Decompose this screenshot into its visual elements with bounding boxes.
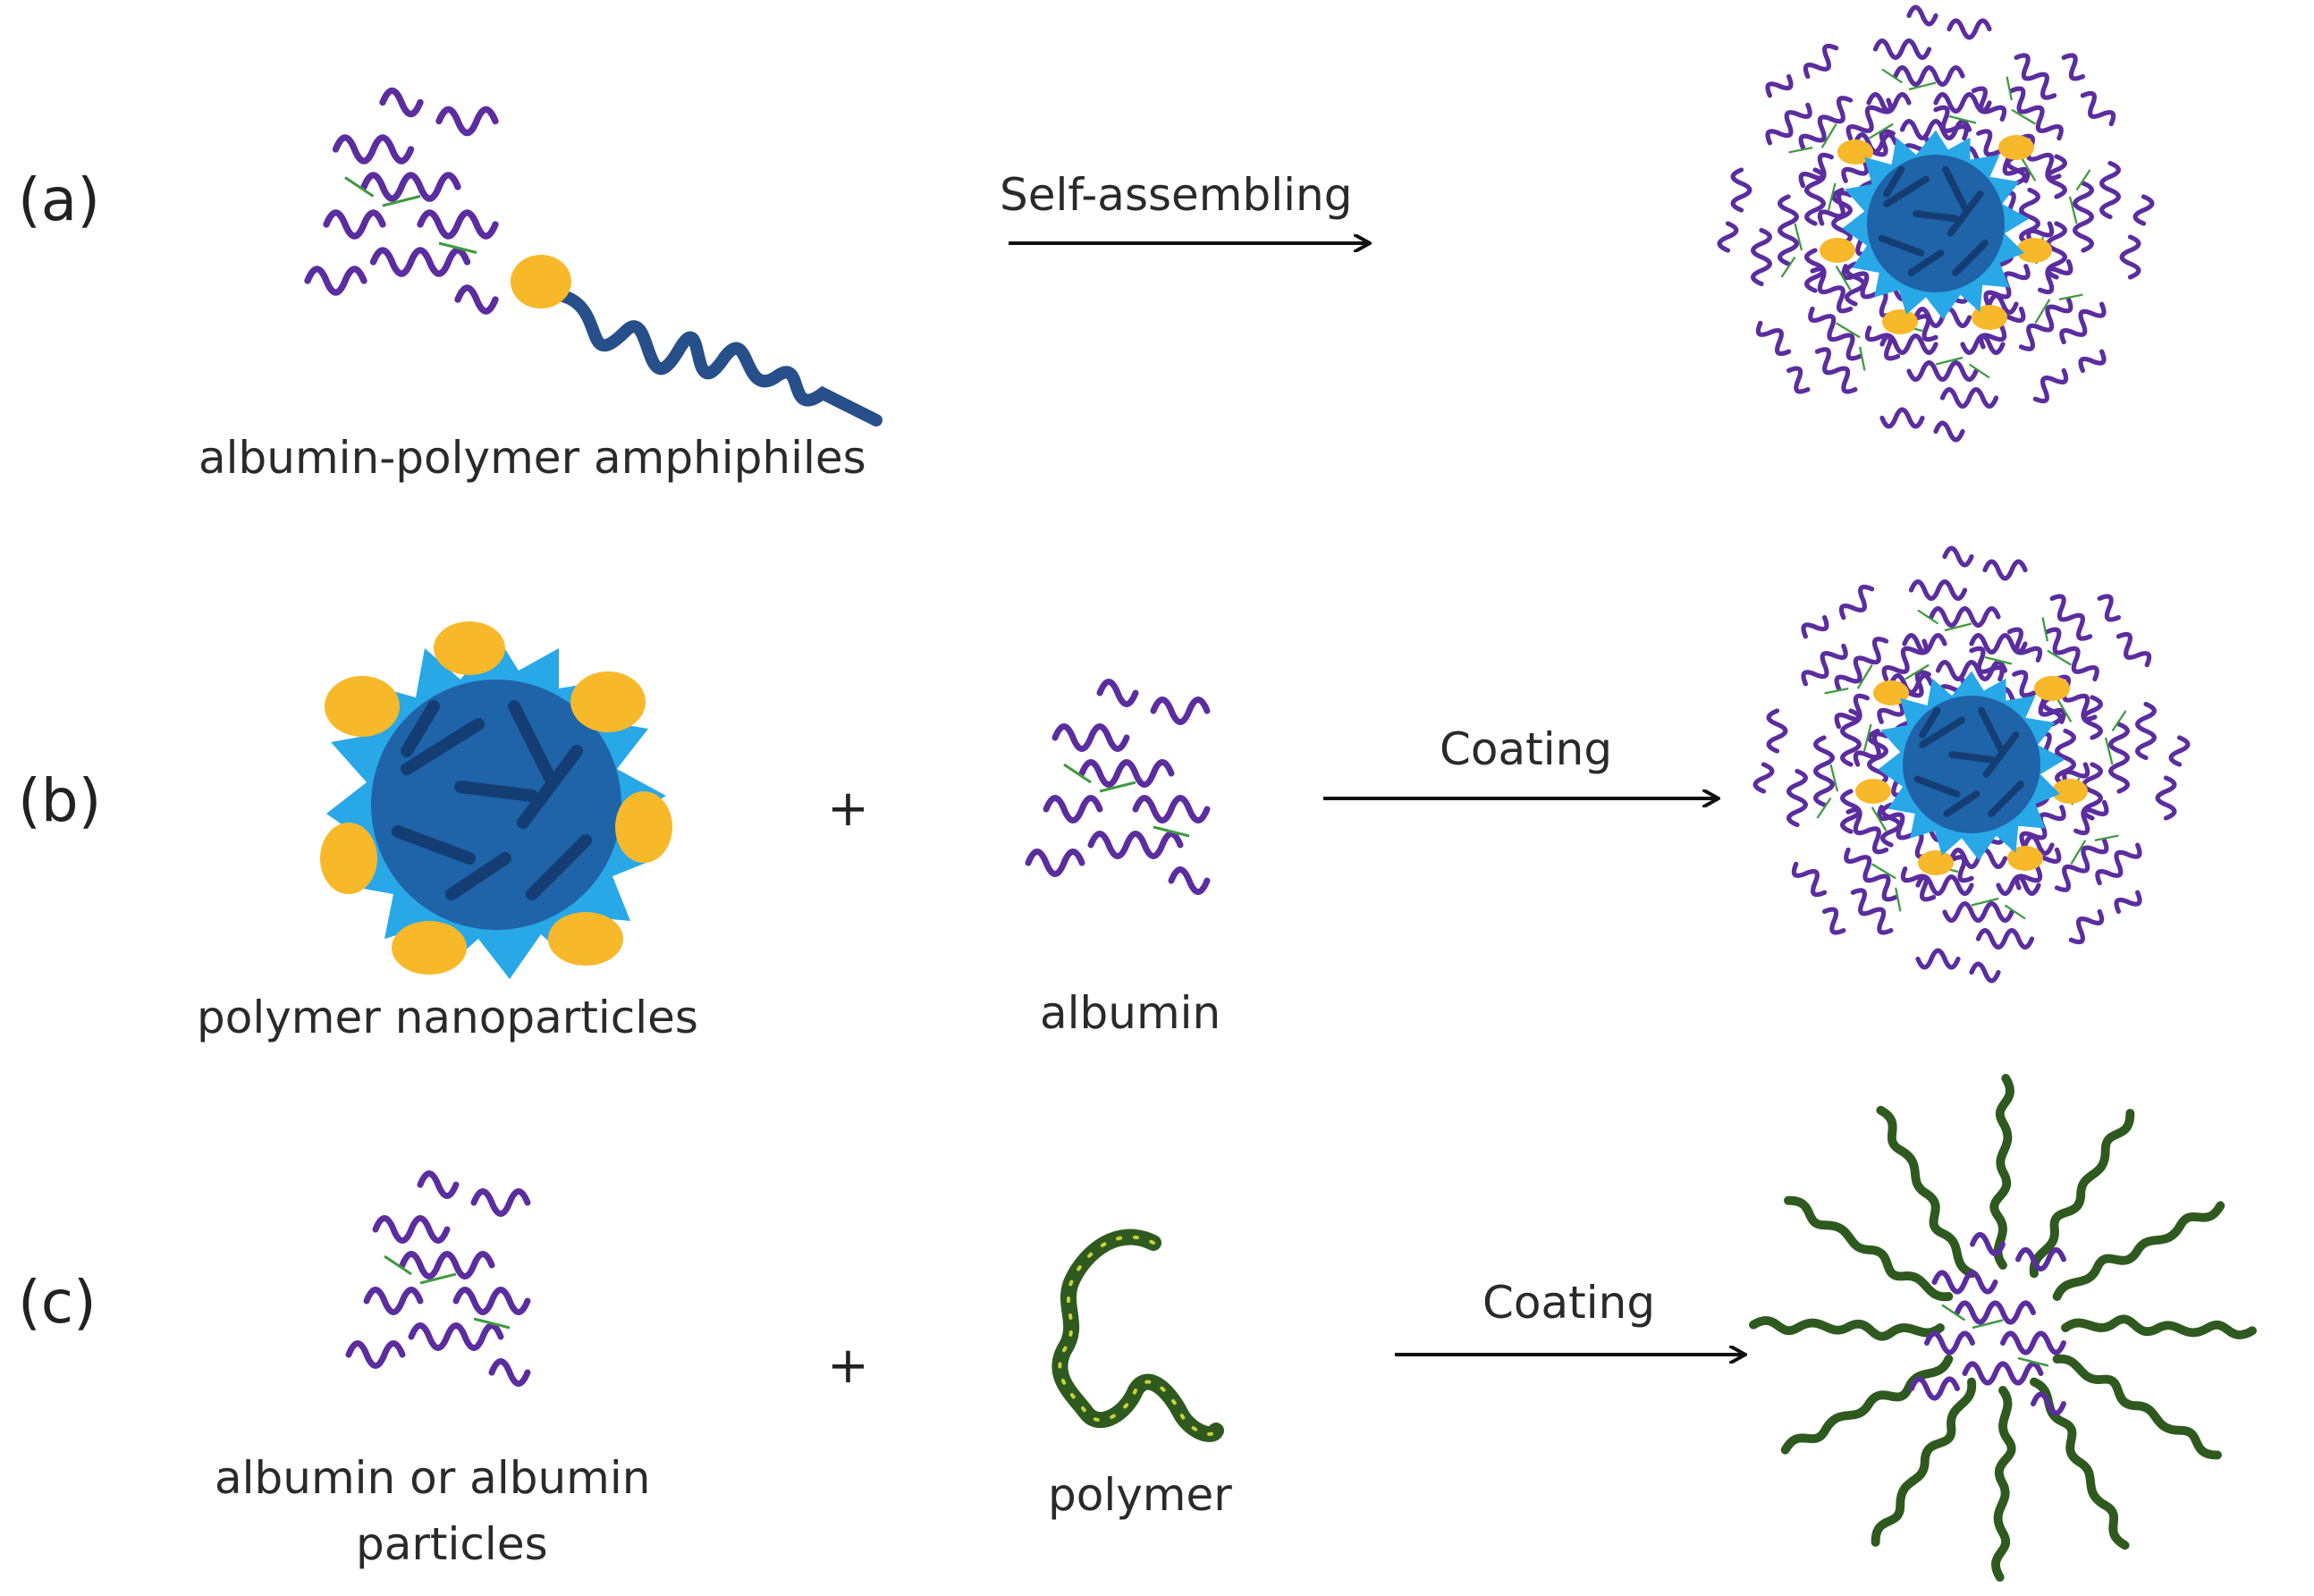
plus-sign-c: +: [827, 1337, 869, 1395]
albumin-coated-nanoparticle-icon: [1755, 548, 2188, 981]
arrow-label-self-assembling: Self-assembling: [1000, 169, 1353, 221]
row-c: [349, 1078, 2252, 1577]
label-albumin-or-albumin-particles-line1: albumin or albumin: [215, 1452, 651, 1504]
row-b: [320, 548, 2188, 981]
label-albumin-polymer-amphiphiles: albumin-polymer amphiphiles: [198, 432, 866, 484]
panel-tag-a: (a): [18, 165, 100, 234]
albumin-icon: [1028, 682, 1207, 892]
polymer-coated-albumin-icon: [1753, 1078, 2252, 1577]
polymer-chain-icon: [1051, 1229, 1224, 1442]
albumin-particle-icon: [349, 1174, 528, 1384]
row-a: [308, 7, 2152, 440]
panel-tag-c: (c): [18, 1268, 97, 1337]
polymer-nanoparticle-icon: [320, 621, 672, 979]
panel-tag-b: (b): [18, 766, 102, 835]
albumin-micelle-icon: [1719, 7, 2152, 440]
arrow-label-coating-b: Coating: [1440, 723, 1613, 775]
label-albumin: albumin: [1040, 987, 1221, 1039]
label-polymer: polymer: [1048, 1469, 1232, 1521]
albumin-polymer-amphiphile-icon: [308, 90, 883, 426]
label-albumin-or-albumin-particles-line2: particles: [356, 1518, 548, 1570]
label-polymer-nanoparticles: polymer nanoparticles: [197, 992, 698, 1043]
arrow-label-coating-c: Coating: [1482, 1277, 1656, 1329]
plus-sign-b: +: [827, 780, 869, 838]
